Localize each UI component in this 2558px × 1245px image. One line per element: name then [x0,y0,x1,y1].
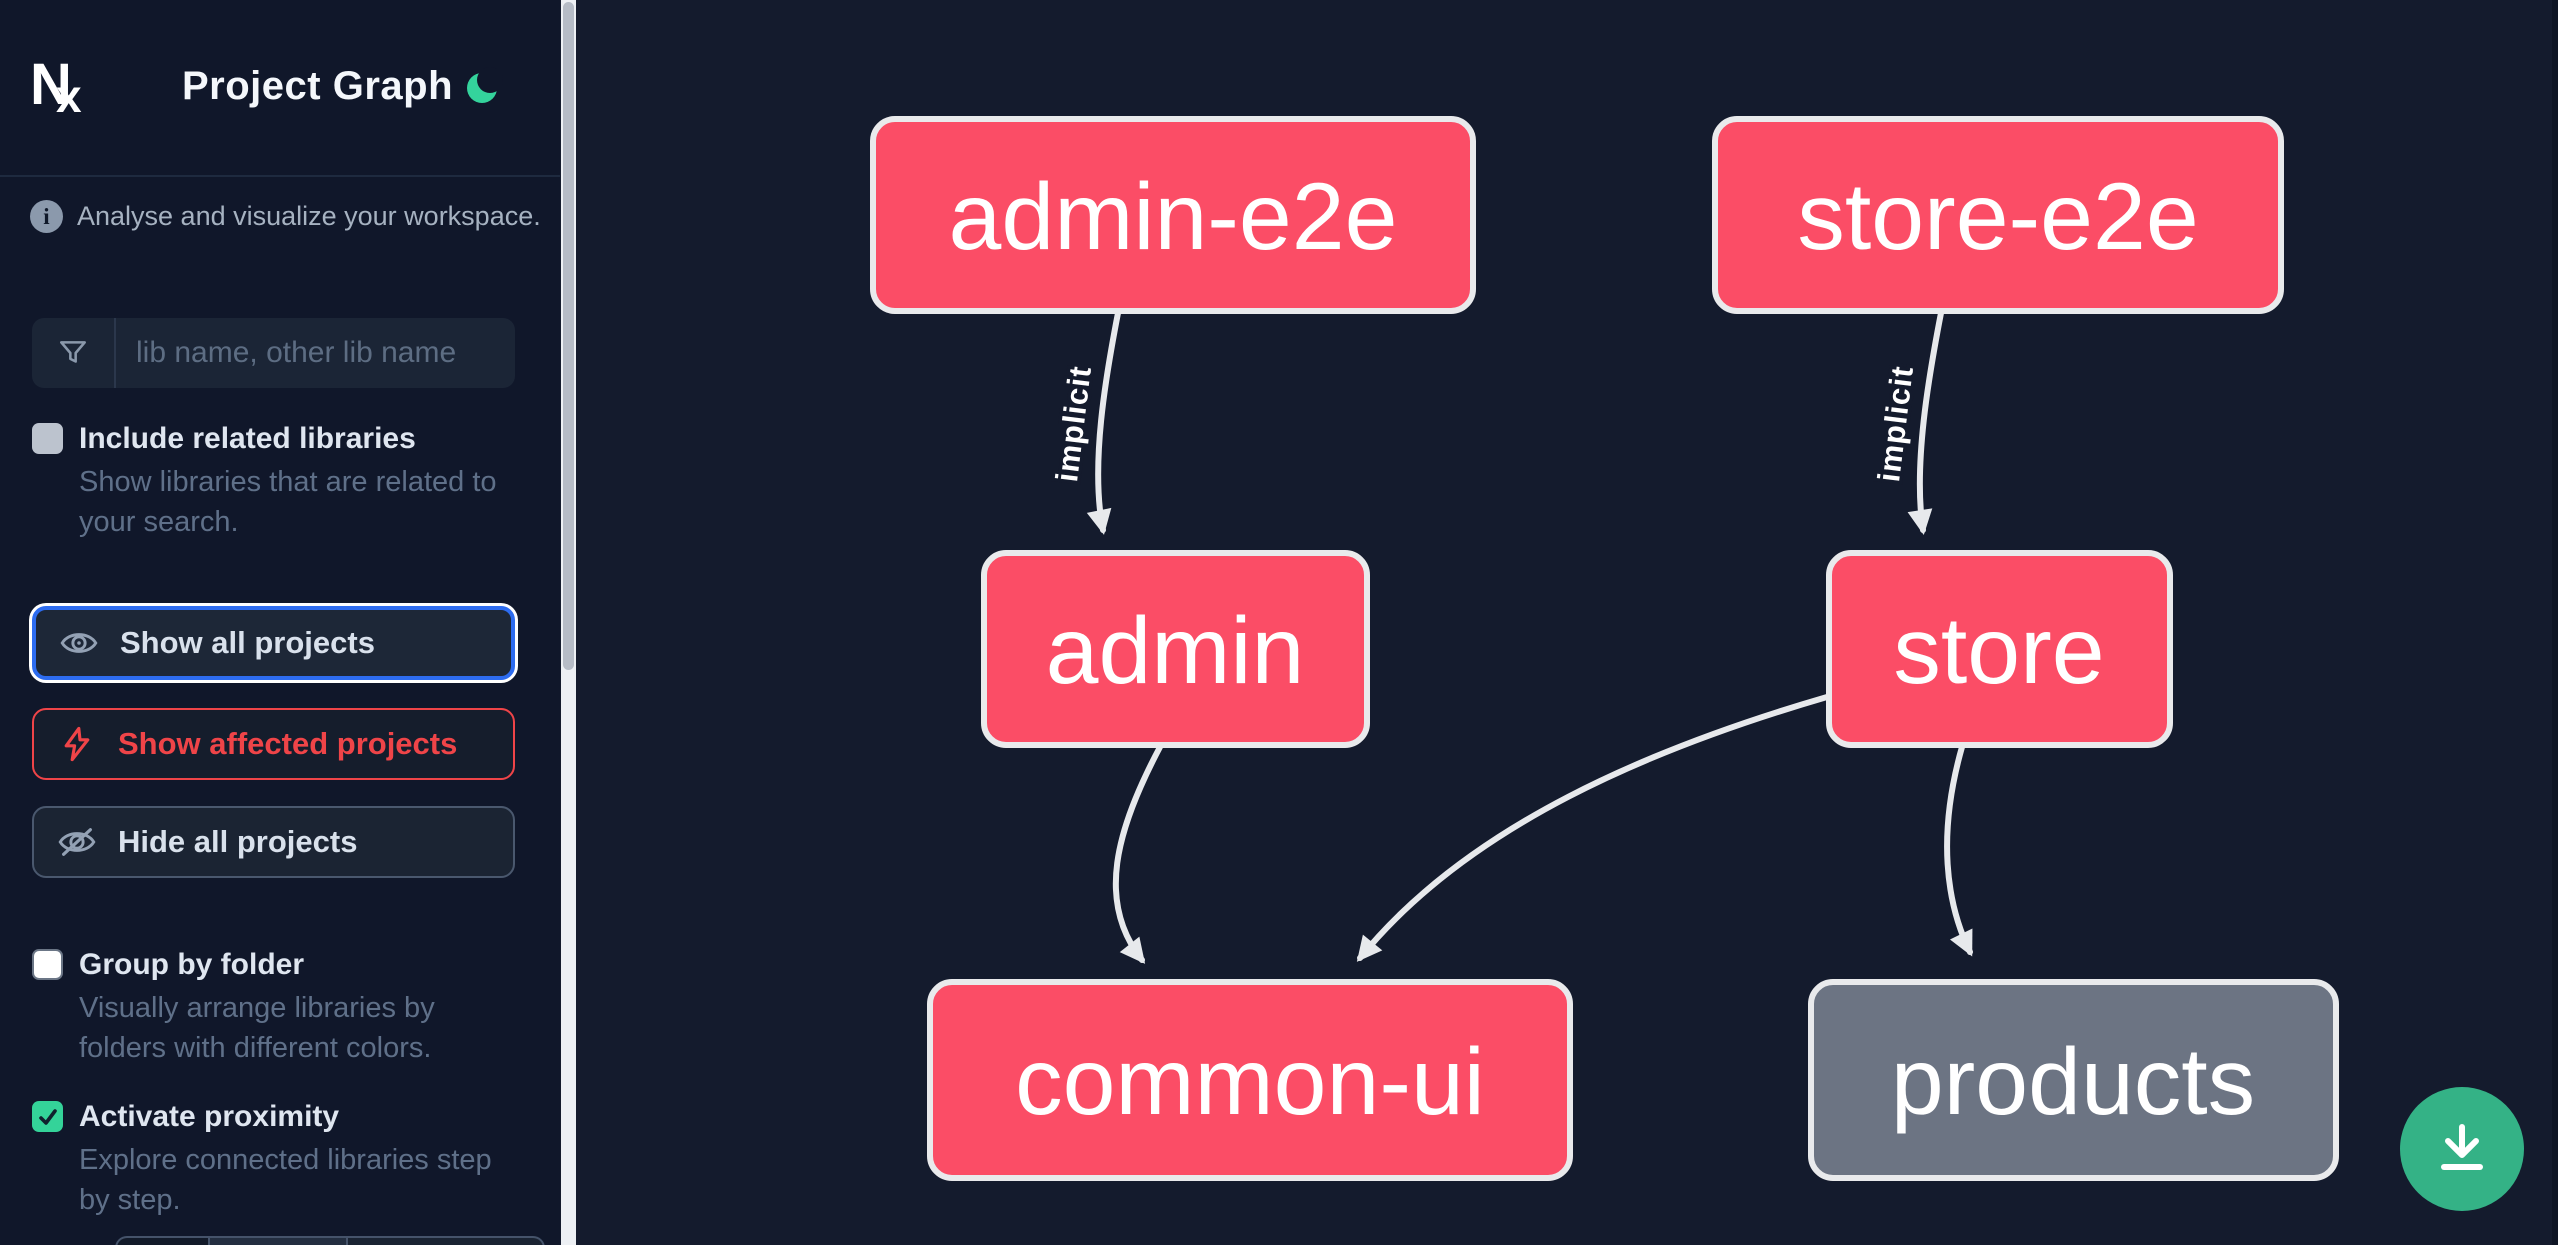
hide-all-projects-label: Hide all projects [118,824,358,859]
node-label: products [1891,1029,2255,1135]
show-all-projects-button[interactable]: Show all projects [32,606,515,680]
stepper-decrement[interactable] [115,1236,210,1245]
eye-icon [60,624,98,662]
eye-off-icon [58,823,96,861]
node-box[interactable] [927,979,1573,1181]
node-label: common-ui [1015,1029,1485,1135]
description-line: folders with different colors. [79,1032,432,1064]
svg-text:N: N [30,56,72,116]
node-box[interactable] [981,550,1370,748]
graph-node-products[interactable]: products [1808,979,2339,1181]
node-label: admin [1046,598,1305,704]
description-line: Visually arrange libraries by [79,992,435,1024]
info-icon: i [30,200,63,233]
graph-node-admin-e2e[interactable]: admin-e2e [870,116,1476,314]
proximity-stepper[interactable] [115,1236,545,1245]
activate-proximity-label: Activate proximity [79,1100,340,1133]
node-box[interactable] [1808,979,2339,1181]
sidebar-scrollbar-track[interactable] [561,0,576,1245]
bolt-icon [58,725,96,763]
description-line: by step. [79,1184,181,1216]
edge-store-e2e-store [1907,310,1944,535]
sidebar-scrollbar-thumb[interactable] [563,2,574,670]
group-by-folder-description: Visually arrange libraries by folders wi… [79,988,435,1068]
sidebar: N x Project Graph i Analyse and visualiz… [0,0,560,1245]
group-by-folder-checkbox[interactable] [32,949,63,980]
tagline: Analyse and visualize your workspace. [77,201,541,231]
edge-label-implicit: implicit [1049,364,1098,484]
show-all-projects-label: Show all projects [120,625,375,660]
include-related-description: Show libraries that are related to your … [79,462,497,542]
workspace-info: i Analyse and visualize your workspace. [30,200,541,233]
theme-toggle-button[interactable] [462,64,506,108]
filter-input[interactable] [116,318,515,388]
header-divider [0,175,560,177]
graph-node-admin[interactable]: admin [981,550,1370,748]
include-related-label: Include related libraries [79,422,416,455]
edge-store-common-ui [1356,694,1830,962]
activate-proximity-description: Explore connected libraries step by step… [79,1140,492,1220]
edge-store-products [1944,744,1973,957]
node-label: store [1893,598,2104,704]
node-box[interactable] [1826,550,2173,748]
description-line: Explore connected libraries step [79,1144,492,1176]
sidebar-header: N x Project Graph [0,0,560,175]
download-icon [2441,1124,2483,1170]
include-related-option: Include related libraries Show libraries… [32,420,497,542]
group-by-folder-option: Group by folder Visually arrange librari… [32,946,435,1068]
group-by-folder-label: Group by folder [79,948,304,981]
edge-admin-common-ui [1112,744,1163,964]
node-label: admin-e2e [949,164,1398,270]
description-line: Show libraries that are related to [79,466,497,498]
check-icon [38,1108,57,1125]
graph-node-common-ui[interactable]: common-ui [927,979,1573,1181]
include-related-checkbox[interactable] [32,423,63,454]
node-box[interactable] [1712,116,2284,314]
node-label: store-e2e [1797,164,2198,270]
hide-all-projects-button[interactable]: Hide all projects [32,806,515,878]
stepper-increment[interactable] [348,1236,545,1245]
edge-admin-e2e-admin [1086,310,1121,535]
edge-label-implicit: implicit [1871,364,1920,484]
filter-box [32,318,515,388]
show-affected-projects-label: Show affected projects [118,726,458,761]
stepper-value [210,1236,348,1245]
activate-proximity-option: Activate proximity Explore connected lib… [32,1098,492,1220]
show-affected-projects-button[interactable]: Show affected projects [32,708,515,780]
node-box[interactable] [870,116,1476,314]
description-line: your search. [79,506,239,538]
svg-text:x: x [56,70,82,116]
activate-proximity-checkbox[interactable] [32,1101,63,1132]
graph-node-store[interactable]: store [1826,550,2173,748]
moon-icon [467,67,503,103]
canvas-right-edge [2552,0,2558,1245]
graph-node-store-e2e[interactable]: store-e2e [1712,116,2284,314]
download-image-button[interactable] [2400,1087,2524,1211]
nx-logo-icon: N x [30,56,82,116]
funnel-icon [32,318,116,388]
page-title: Project Graph [182,64,454,108]
